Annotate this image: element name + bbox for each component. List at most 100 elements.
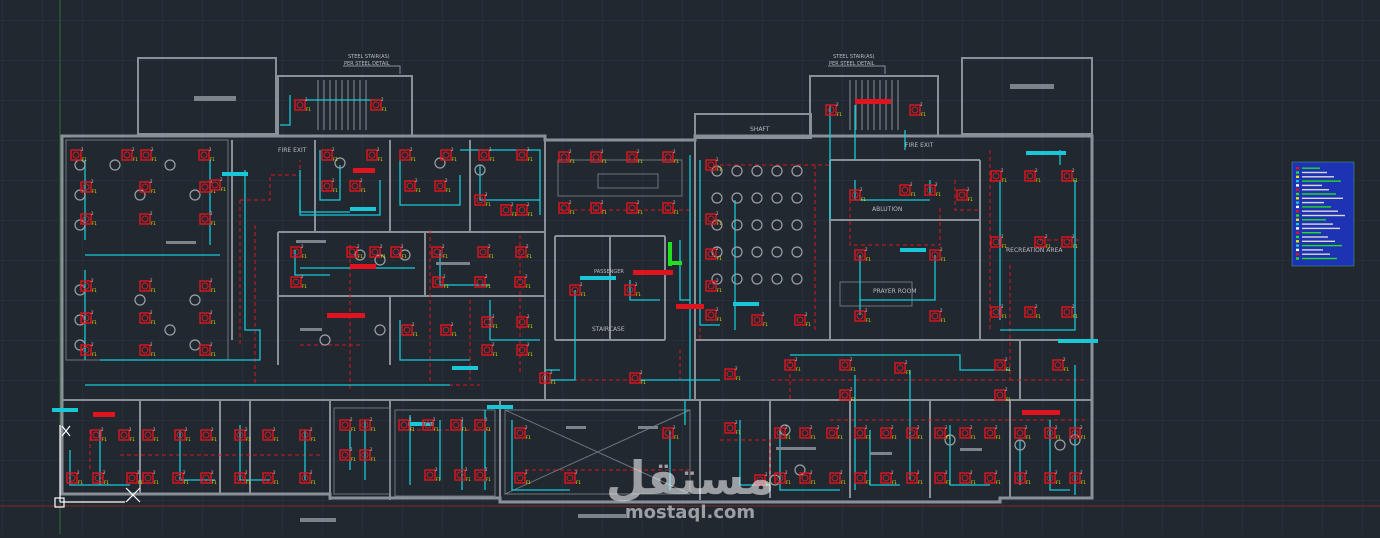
svg-text:F1: F1 — [851, 367, 856, 372]
legend-text-line — [1302, 167, 1320, 169]
fire-alarm-device-symbol: F12 — [626, 149, 643, 164]
svg-text:2: 2 — [91, 211, 94, 216]
chair-symbol — [771, 192, 783, 204]
fire-alarm-device-symbol: F12 — [339, 417, 356, 432]
fire-alarm-device-symbol: F12 — [431, 244, 448, 259]
fire-alarm-device-symbol: F12 — [624, 282, 641, 297]
svg-text:2: 2 — [865, 470, 868, 475]
svg-text:F1: F1 — [151, 288, 156, 293]
cyan-bars — [52, 151, 1098, 426]
fire-alarm-device-symbol: F12 — [422, 417, 439, 432]
fire-alarm-device-symbol: F12 — [564, 470, 581, 485]
svg-text:F1: F1 — [1081, 435, 1086, 440]
fire-alarm-device-symbol: F12 — [481, 342, 498, 357]
svg-text:F1: F1 — [246, 480, 251, 485]
svg-text:F1: F1 — [211, 320, 216, 325]
fire-alarm-device-symbol: F12 — [80, 342, 97, 357]
svg-text:F1: F1 — [311, 480, 316, 485]
svg-text:2: 2 — [1072, 304, 1075, 309]
fire-alarm-device-symbol: F12 — [174, 427, 191, 442]
fire-alarm-device-symbol: F12 — [290, 274, 307, 289]
chair-symbol — [791, 219, 803, 231]
svg-text:2: 2 — [1025, 470, 1028, 475]
legend-text-line — [1302, 219, 1326, 221]
svg-text:2: 2 — [970, 470, 973, 475]
fire-alarm-device-symbol: F12 — [70, 147, 87, 162]
svg-text:F1: F1 — [526, 284, 531, 289]
fire-alarm-device-symbol: F12 — [142, 427, 159, 442]
chair-symbol — [711, 219, 723, 231]
svg-text:F1: F1 — [381, 254, 386, 259]
svg-text:2: 2 — [511, 202, 514, 207]
label-steel-stair-right: STEEL STAIR(AS) — [833, 54, 875, 60]
legend-text-line — [1302, 171, 1327, 174]
fire-alarm-device-symbol: F12 — [481, 314, 498, 329]
svg-text:2: 2 — [995, 425, 998, 430]
fire-alarm-device-symbol: F12 — [558, 200, 575, 215]
fire-alarm-device-symbol: F12 — [839, 387, 856, 402]
fire-alarm-device-symbol: F12 — [906, 425, 923, 440]
svg-text:2: 2 — [183, 470, 186, 475]
chair-symbol — [771, 273, 783, 285]
fire-alarm-device-symbol: F12 — [929, 308, 946, 323]
svg-text:F1: F1 — [486, 477, 491, 482]
chair-symbol — [399, 249, 411, 261]
legend-text-line — [1302, 227, 1340, 230]
fire-alarm-device-symbol: F12 — [1024, 304, 1041, 319]
svg-text:F1: F1 — [638, 159, 643, 164]
legend-symbol — [1296, 227, 1299, 230]
fire-alarm-device-symbol: F12 — [299, 470, 316, 485]
svg-text:F1: F1 — [581, 292, 586, 297]
legend-text-line — [1302, 236, 1328, 238]
fire-alarm-device-symbol: F12 — [662, 200, 679, 215]
chair-symbol — [731, 192, 743, 204]
svg-text:F1: F1 — [1056, 435, 1061, 440]
fire-alarm-device-symbol: F12 — [401, 322, 418, 337]
svg-text:2: 2 — [381, 97, 384, 102]
svg-text:2: 2 — [910, 182, 913, 187]
fire-alarm-device-symbol: F12 — [516, 342, 533, 357]
legend-panel[interactable] — [1291, 161, 1355, 267]
fire-alarm-device-symbol: F12 — [906, 470, 923, 485]
legend-text-line — [1302, 201, 1324, 204]
svg-text:2: 2 — [716, 157, 719, 162]
svg-text:F1: F1 — [786, 435, 791, 440]
svg-text:2: 2 — [465, 467, 468, 472]
fire-alarm-device-symbol: F12 — [139, 342, 156, 357]
svg-text:2: 2 — [601, 149, 604, 154]
svg-text:2: 2 — [132, 147, 135, 152]
svg-text:F1: F1 — [1002, 244, 1007, 249]
legend-symbol — [1296, 253, 1299, 256]
svg-text:2: 2 — [150, 342, 153, 347]
fire-alarm-device-symbol: F12 — [516, 202, 533, 217]
svg-text:2: 2 — [150, 211, 153, 216]
watermark: مستقل mostaql.com — [606, 451, 774, 523]
fire-alarm-device-symbol: F12 — [705, 278, 722, 293]
svg-text:2: 2 — [412, 322, 415, 327]
svg-text:F1: F1 — [1036, 178, 1041, 183]
svg-text:2: 2 — [357, 244, 360, 249]
fire-alarm-device-symbol: F12 — [924, 182, 941, 197]
legend-text-line — [1302, 189, 1329, 191]
chair-symbol — [189, 294, 201, 306]
svg-text:2: 2 — [485, 467, 488, 472]
svg-text:F1: F1 — [851, 397, 856, 402]
svg-text:F1: F1 — [1002, 314, 1007, 319]
svg-text:2: 2 — [810, 470, 813, 475]
svg-text:F1: F1 — [351, 427, 356, 432]
svg-text:F1: F1 — [184, 480, 189, 485]
svg-text:2: 2 — [920, 102, 923, 107]
chair-symbol — [731, 165, 743, 177]
fire-alarm-device-symbol: F12 — [990, 304, 1007, 319]
svg-text:2: 2 — [735, 420, 738, 425]
svg-text:F1: F1 — [434, 427, 439, 432]
svg-text:2: 2 — [569, 200, 572, 205]
fire-alarm-device-symbol: F12 — [398, 417, 415, 432]
svg-text:F1: F1 — [526, 480, 531, 485]
fire-alarm-device-symbol: F12 — [1034, 234, 1051, 249]
fire-alarm-device-symbol: F12 — [662, 425, 679, 440]
chair-symbol — [944, 434, 956, 446]
legend-text-line — [1302, 223, 1333, 225]
chair-symbol — [474, 164, 486, 176]
